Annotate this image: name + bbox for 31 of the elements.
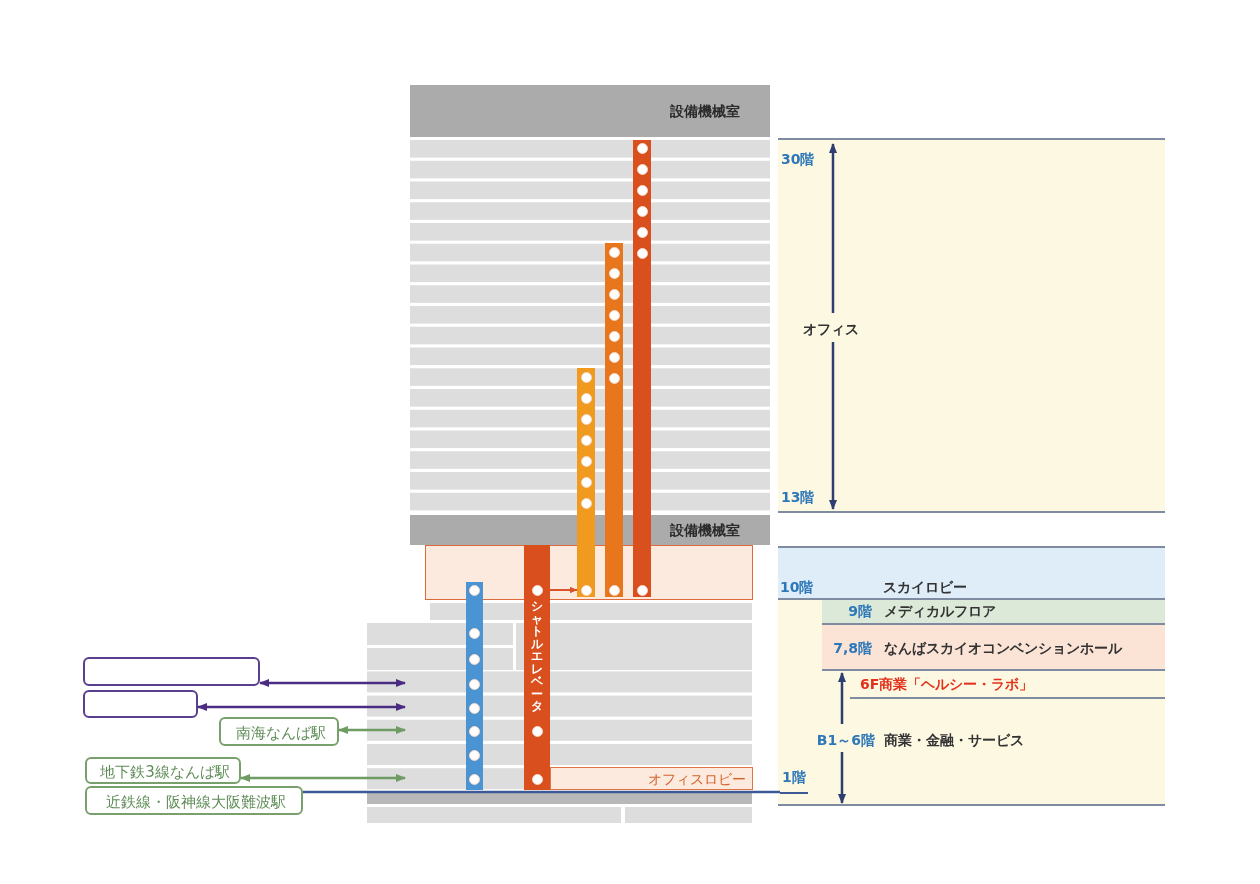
floor-band bbox=[822, 625, 1165, 671]
floor-level-line bbox=[780, 768, 808, 794]
arrow bbox=[259, 679, 406, 687]
place-box bbox=[83, 690, 198, 718]
area-label: なんばスカイオコンベンションホール bbox=[884, 641, 1122, 655]
floor-number: 1階 bbox=[782, 770, 806, 784]
area-label: 商業・金融・サービス bbox=[884, 733, 1024, 747]
arrow bbox=[240, 774, 406, 782]
floor-number: 7,8階 bbox=[833, 641, 872, 655]
floor-number: 9階 bbox=[848, 604, 872, 618]
station-name: 地下鉄3線なんば駅 bbox=[100, 765, 230, 780]
station-name: 近鉄線・阪神線大阪難波駅 bbox=[106, 795, 286, 810]
floor-number: B1～6階 bbox=[816, 733, 875, 747]
area-label: スカイロビー bbox=[883, 580, 967, 594]
station-box bbox=[219, 717, 339, 746]
room-label: 設備機械室 bbox=[670, 104, 740, 118]
station-box bbox=[85, 786, 303, 815]
floor-band bbox=[778, 546, 1165, 600]
floor-number: 30階 bbox=[781, 152, 815, 166]
area-label: メディカルフロア bbox=[884, 604, 996, 618]
floor-number: 10階 bbox=[780, 580, 814, 594]
station-box bbox=[85, 757, 241, 784]
machine-room-band bbox=[410, 85, 770, 137]
arrow bbox=[197, 703, 406, 711]
station-name: 南海なんば駅 bbox=[236, 726, 326, 741]
place-box bbox=[83, 657, 260, 686]
floor-band bbox=[822, 600, 1165, 625]
area-label: 6F商業「ヘルシー・ラボ」 bbox=[860, 677, 1034, 691]
floor-number: 13階 bbox=[781, 490, 815, 504]
area-label: オフィス bbox=[803, 322, 859, 336]
floor-band bbox=[778, 138, 1165, 513]
